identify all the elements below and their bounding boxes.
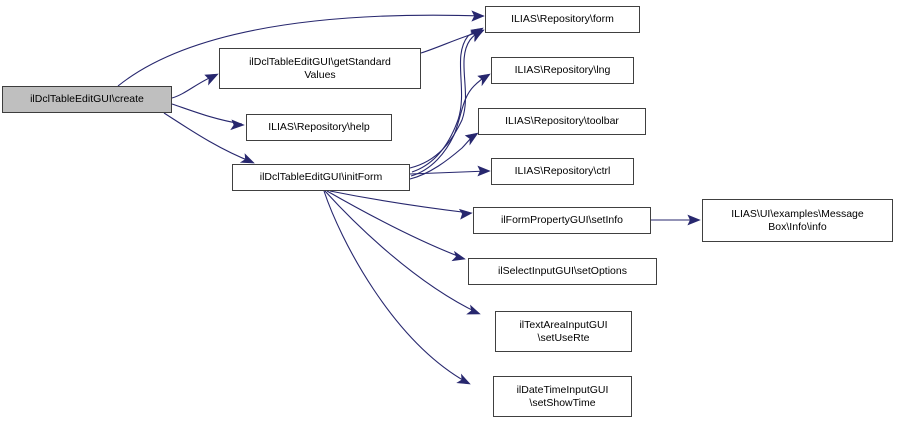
arrowhead-icon xyxy=(230,119,245,131)
edge-getStandard-to-form xyxy=(420,30,483,54)
arrowhead-icon xyxy=(451,250,466,262)
graph-node-create[interactable]: ilDclTableEditGUI\create xyxy=(2,86,172,113)
arrowhead-icon xyxy=(204,73,219,86)
graph-node-setUseRte[interactable]: ilTextAreaInputGUI \setUseRte xyxy=(495,311,632,352)
arrowhead-icon xyxy=(471,10,485,22)
graph-node-lng[interactable]: ILIAS\Repository\lng xyxy=(491,57,634,84)
arrowhead-icon xyxy=(470,27,484,41)
edge-create-to-getStandard xyxy=(171,74,217,99)
graph-node-initForm[interactable]: ilDclTableEditGUI\initForm xyxy=(232,164,410,191)
arrowhead-icon xyxy=(458,208,473,220)
arrowhead-icon xyxy=(239,153,255,164)
arrowhead-icon xyxy=(466,304,481,315)
edge-initForm-to-setOptions xyxy=(326,190,464,259)
edge-initForm-to-setInfo xyxy=(329,190,471,214)
arrowhead-icon xyxy=(470,29,485,42)
edge-create-to-help xyxy=(171,103,243,125)
graph-node-infoBox[interactable]: ILIAS\UI\examples\Message Box\Info\info xyxy=(702,199,893,242)
graph-node-setOptions[interactable]: ilSelectInputGUI\setOptions xyxy=(468,258,657,285)
edge-initForm-to-setShowTime xyxy=(323,190,469,384)
edge-initForm-to-lng xyxy=(410,74,489,177)
edge-create-to-initForm xyxy=(163,112,253,163)
arrowhead-icon xyxy=(477,73,491,87)
edge-initForm-to-form xyxy=(411,28,482,173)
arrowhead-icon xyxy=(464,132,479,146)
edge-initForm-to-ctrl xyxy=(409,170,489,175)
graph-node-setShowTime[interactable]: ilDateTimeInputGUI \setShowTime xyxy=(493,376,632,417)
edge-initForm-to-setUseRte xyxy=(324,190,479,314)
arrowhead-icon xyxy=(477,165,491,177)
graph-node-setInfo[interactable]: ilFormPropertyGUI\setInfo xyxy=(473,207,651,234)
graph-node-help[interactable]: ILIAS\Repository\help xyxy=(246,114,392,141)
arrowhead-icon xyxy=(470,29,484,43)
graph-node-getStandard[interactable]: ilDclTableEditGUI\getStandard Values xyxy=(219,48,421,89)
arrowhead-icon xyxy=(687,214,701,226)
arrowhead-icon xyxy=(456,373,471,385)
graph-node-ctrl[interactable]: ILIAS\Repository\ctrl xyxy=(491,158,634,185)
graph-node-form[interactable]: ILIAS\Repository\form xyxy=(485,6,640,33)
graph-node-toolbar[interactable]: ILIAS\Repository\toolbar xyxy=(478,108,646,135)
edge-initForm-to-toolbar xyxy=(409,133,477,180)
